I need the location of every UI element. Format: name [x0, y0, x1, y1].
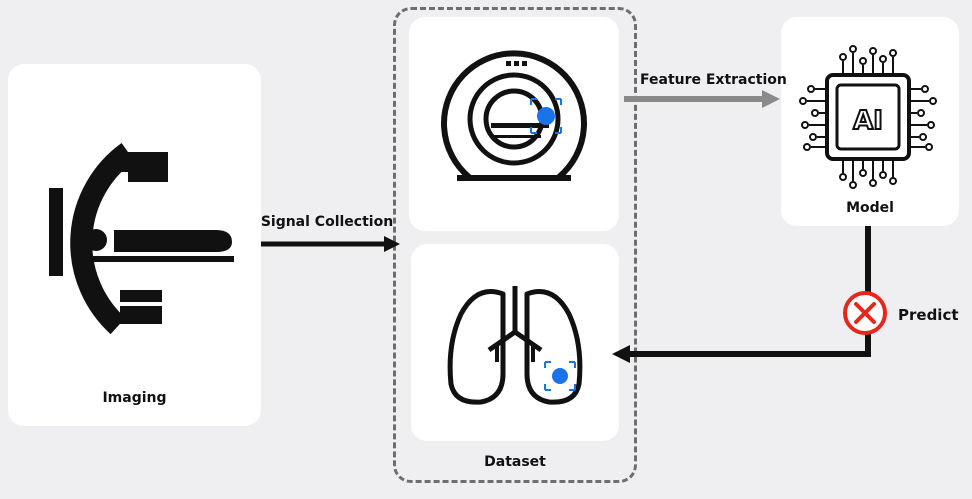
model-label: Model [846, 200, 894, 216]
signal-collection-label: Signal Collection [260, 214, 394, 230]
c-arm-scanner-icon [49, 143, 234, 335]
mri-scanner-icon [441, 50, 587, 181]
imaging-label: Imaging [102, 390, 167, 406]
ai-chip-icon: AI [799, 45, 937, 189]
dataset-label: Dataset [484, 454, 546, 470]
ai-chip-text: AI [853, 106, 883, 136]
lung-scan-card [411, 244, 619, 441]
predict-label: Predict [898, 306, 959, 324]
imaging-card: Imaging [8, 64, 261, 426]
model-card: AI Model [781, 17, 959, 226]
predict-arrow [628, 226, 871, 357]
mri-scan-card [409, 17, 619, 231]
prediction-error-icon [843, 291, 887, 335]
feature-extraction-label: Feature Extraction [640, 72, 787, 88]
lungs-icon [447, 286, 583, 405]
